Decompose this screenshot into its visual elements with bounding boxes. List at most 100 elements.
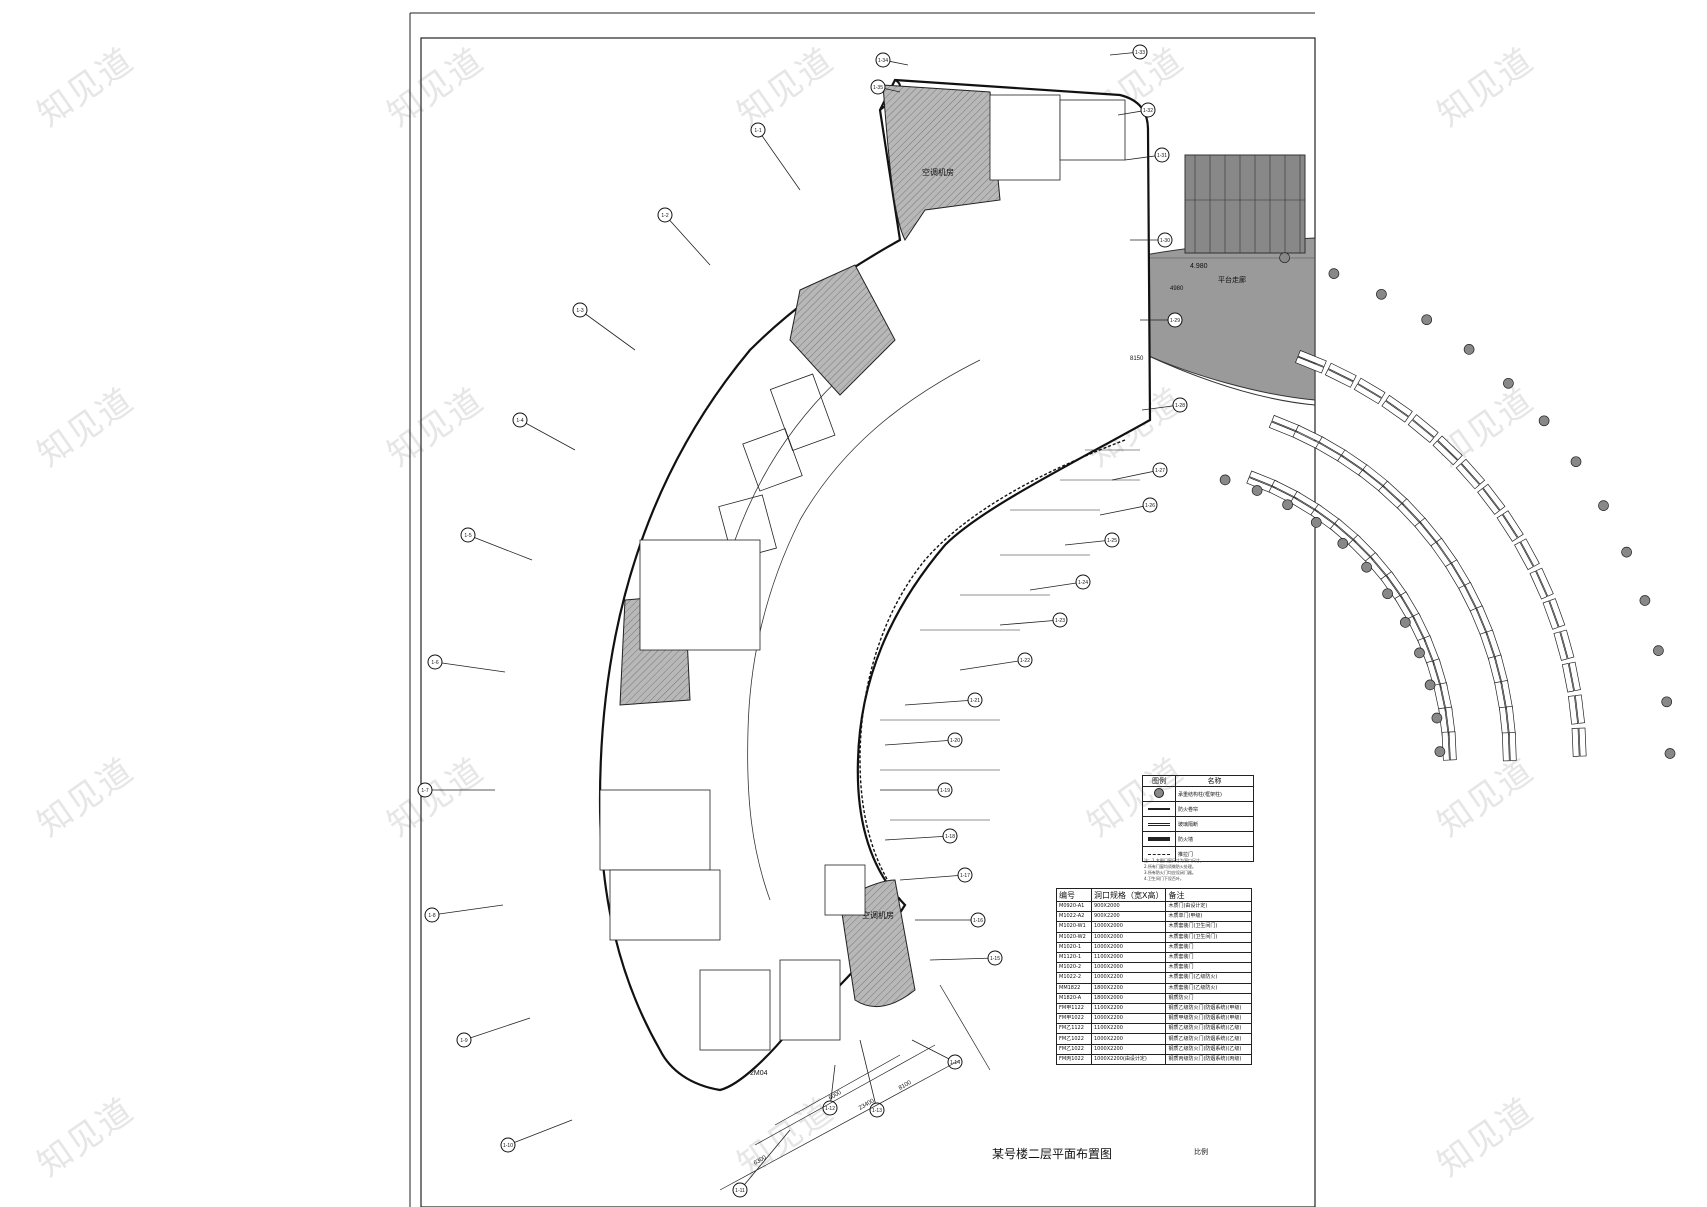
structural-column — [1424, 679, 1436, 691]
grid-bubble-label: 1-23 — [1055, 618, 1065, 624]
drawing-title: 某号楼二层平面布置图 — [992, 1147, 1113, 1161]
grid-bubble — [937, 782, 953, 798]
desk-pair — [1381, 394, 1413, 423]
void-room-south-label: 空调机房 — [862, 910, 894, 920]
legend: 图例 名称 承重结构柱(框架柱) 防火卷帘 玻璃隔断 防火墙 推拉门 — [1142, 775, 1254, 862]
door-schedule-cell: 钢质乙级防火门(防烟系统)(乙级) — [1165, 1033, 1252, 1045]
desk — [1502, 510, 1524, 539]
note-line: 4.卫生间门下设百叶。 — [1144, 876, 1184, 881]
desk — [1520, 538, 1540, 567]
door-schedule-cell: MM1822 — [1056, 982, 1092, 994]
door-schedule-cell: FM乙1022 — [1056, 1033, 1092, 1045]
desk — [1432, 440, 1458, 466]
desk-pair — [1430, 537, 1459, 570]
door-schedule-cell: M0920-A1 — [1056, 900, 1092, 913]
grid-bubble-label: 1-9 — [460, 1038, 467, 1044]
door-schedule-cell: 1800X2000 — [1090, 992, 1167, 1004]
desk-pair — [1433, 682, 1453, 714]
door-schedule-cell: 钢质丙级防火门(防烟系统)(丙级) — [1165, 1053, 1252, 1066]
desk — [1574, 694, 1585, 724]
door-schedule-cell: 钢质乙级防火门(防烟系统)(甲级) — [1165, 1002, 1252, 1015]
desk-pair — [1324, 362, 1357, 388]
grid-bubble — [947, 1054, 963, 1070]
desk — [1385, 394, 1413, 417]
grid-bubble-label: 1-3 — [576, 308, 583, 314]
structural-column — [1621, 546, 1632, 558]
door-schedule-cell: 木质套装门 — [1165, 941, 1252, 953]
void-room-north-label: 空调机房 — [922, 167, 954, 177]
desk-pair — [1561, 661, 1581, 693]
grid-bubble — [957, 867, 973, 883]
area-tag: 2M04 — [750, 1070, 768, 1077]
desk-pair — [1407, 414, 1439, 443]
structural-column — [1503, 377, 1514, 389]
legend-header: 名称 — [1175, 775, 1254, 787]
door-schedule-cell: 1000X2200 — [1090, 972, 1167, 984]
grid-axis-line — [1064, 539, 1113, 546]
structural-column — [1328, 268, 1340, 279]
grid-bubble — [657, 207, 673, 223]
legend-symbol — [1142, 846, 1176, 862]
door-schedule-cell: 钢质乙级防火门(防烟系统)(乙级) — [1165, 1023, 1252, 1035]
door-schedule-cell: 钢质防火门 — [1165, 992, 1252, 1004]
grid-bubble-label: 1-27 — [1155, 468, 1165, 474]
door-schedule-cell: 1000X2000 — [1090, 941, 1167, 953]
grid-bubble-label: 1-11 — [735, 1188, 745, 1194]
structural-column — [1421, 314, 1433, 326]
grid-bubble-label: 1-19 — [940, 788, 950, 794]
desk — [1455, 463, 1480, 490]
grid-bubble — [417, 782, 433, 798]
grid-axis-line — [859, 1039, 878, 1111]
grid-bubble — [424, 907, 440, 923]
desk — [1508, 732, 1517, 762]
grid-axis-line — [929, 957, 996, 961]
structural-column — [1661, 696, 1673, 708]
desk-pair — [1406, 612, 1432, 645]
desk — [1460, 458, 1486, 485]
structural-column — [1664, 748, 1676, 759]
desk — [1501, 732, 1510, 762]
grid-bubble-label: 1-21 — [970, 698, 980, 704]
grid-axis-line — [519, 419, 576, 451]
desk-pair — [1501, 732, 1517, 762]
grid-bubble-label: 1-26 — [1145, 503, 1155, 509]
desk — [1560, 629, 1575, 660]
note-line: 2.所有门窗均须做防火处理。 — [1144, 864, 1196, 869]
desk — [1568, 695, 1579, 725]
structural-column — [1598, 500, 1609, 511]
grid-bubble — [460, 527, 476, 543]
structural-column — [1639, 595, 1651, 606]
door-schedule-cell: FM丙1022 — [1056, 1053, 1092, 1066]
bridge-corridor: 平台走廊 4.980 — [1139, 154, 1316, 406]
grid-axis-line — [1029, 581, 1084, 591]
grid-bubble-label: 1-18 — [945, 834, 955, 840]
grid-bubble — [970, 912, 986, 928]
desk-pair — [1364, 552, 1394, 583]
dimension-text: 4980 — [1170, 286, 1184, 292]
legend-item: 推拉门 — [1175, 846, 1254, 862]
note-line: 3.所有防火门均应设闭门器。 — [1144, 870, 1196, 875]
legend-header: 图例 — [1142, 775, 1176, 787]
door-schedule-cell: 钢质甲级防火门(防烟系统)(甲级) — [1165, 1013, 1252, 1025]
legend-symbol — [1142, 831, 1176, 847]
desk — [1412, 414, 1439, 438]
desk-pair — [1514, 538, 1540, 571]
grid-axis-line — [999, 619, 1061, 626]
grid-bubble — [1154, 147, 1170, 163]
grid-axis-line — [884, 835, 951, 841]
desk-pair — [1337, 449, 1369, 477]
desk — [1324, 369, 1354, 388]
grid-bubble-label: 1-28 — [1175, 403, 1185, 409]
desk-pair — [1499, 705, 1516, 736]
desk-pair — [1348, 534, 1379, 565]
door-schedule-cell: M1820-A — [1056, 992, 1092, 1004]
desk-pair — [1494, 680, 1513, 711]
grid-bubble — [1157, 232, 1173, 248]
structural-column — [1463, 344, 1475, 355]
grid-bubble-label: 1-32 — [1143, 108, 1153, 114]
grid-axis-line — [959, 659, 1026, 671]
